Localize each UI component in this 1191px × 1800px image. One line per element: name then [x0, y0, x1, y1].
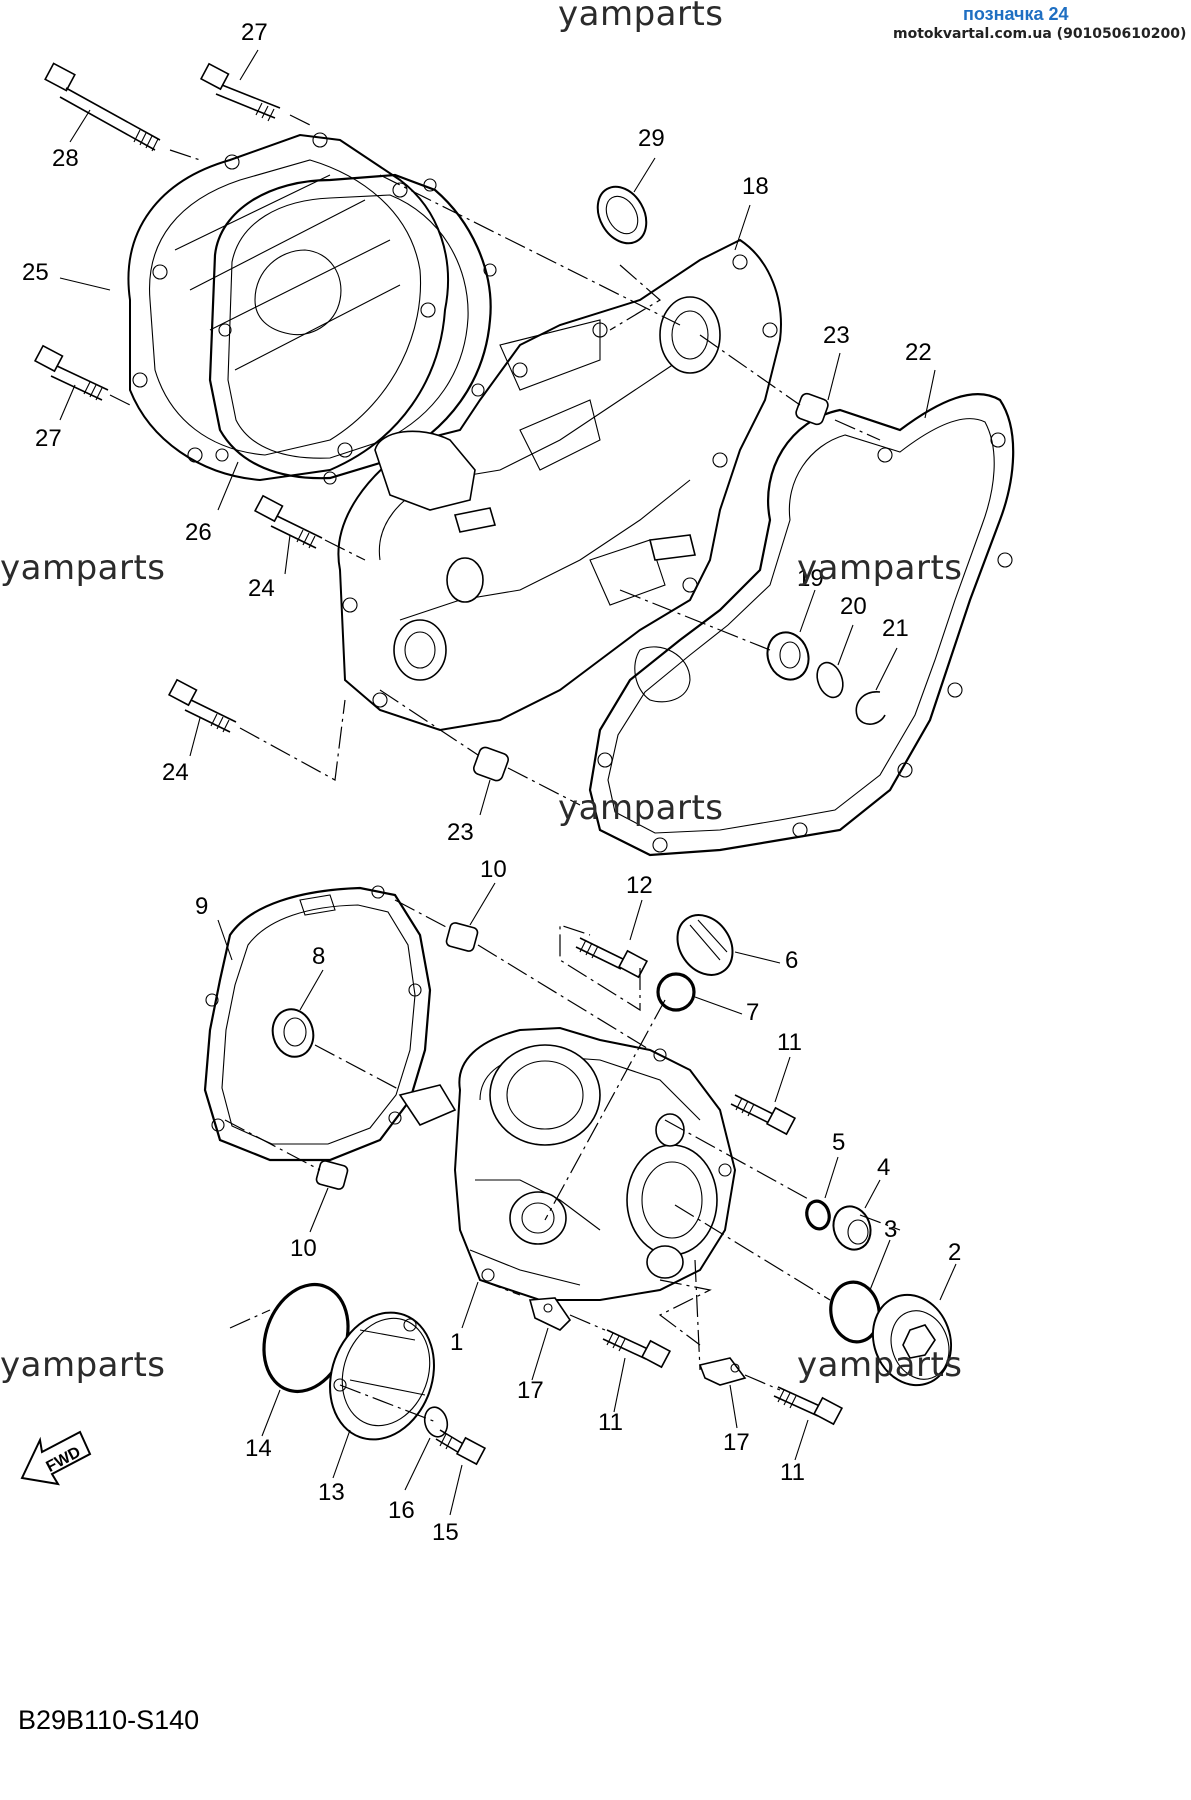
bolt-12: [575, 937, 649, 979]
callout-10: 10: [480, 856, 507, 883]
callout-11: 11: [598, 1409, 623, 1436]
cover-gasket-9: [203, 885, 432, 1162]
bolt-27-top: [199, 62, 281, 122]
callout-8: 8: [312, 943, 325, 970]
callout-27: 27: [35, 425, 62, 452]
callout-14: 14: [245, 1435, 272, 1462]
callout-numbers: 27 28 25 27 26 24 24 23 29 18 23 22 19 2…: [22, 19, 961, 1546]
site-reference: motokvartal.com.ua (901050610200): [893, 26, 1187, 42]
callout-17: 17: [723, 1429, 750, 1456]
fwd-arrow-icon: FWD: [20, 1430, 92, 1486]
callout-17: 17: [517, 1377, 544, 1404]
dowel-pin-10-lower: [315, 1160, 349, 1190]
callout-19: 19: [797, 565, 824, 592]
watermark-right-lower: yamparts: [797, 1345, 963, 1385]
callout-24: 24: [162, 759, 189, 786]
washer-20: [816, 661, 844, 699]
dowel-pin-23-upper: [795, 392, 829, 426]
bolt-11-lower-left: [602, 1329, 672, 1369]
callout-23: 23: [823, 322, 850, 349]
dowel-pin-23-lower: [473, 746, 509, 782]
o-ring-7: [656, 972, 696, 1012]
callout-24: 24: [248, 575, 275, 602]
callout-29: 29: [638, 125, 665, 152]
oil-seal-8: [271, 1008, 315, 1058]
bolt-11-lower-right: [773, 1386, 844, 1426]
cover-13: [329, 1311, 435, 1441]
callout-9: 9: [195, 893, 208, 920]
upper-leader-lines: [109, 114, 881, 806]
oil-seal-29: [596, 185, 648, 245]
dowel-pin-10-upper: [445, 922, 479, 952]
washer-16: [423, 1406, 449, 1438]
callout-1: 1: [450, 1329, 463, 1356]
callout-3: 3: [884, 1216, 897, 1243]
callout-20: 20: [840, 593, 867, 620]
bolt-15: [435, 1429, 487, 1466]
clutch-cover-25: [127, 132, 449, 482]
callout-6: 6: [785, 947, 798, 974]
plug-4: [832, 1205, 872, 1251]
callout-15: 15: [432, 1519, 459, 1546]
clamp-17-left: [528, 1297, 572, 1331]
watermark-left-upper: yamparts: [0, 548, 166, 588]
clutch-cover-gasket-26: [208, 173, 497, 485]
callout-27: 27: [241, 19, 268, 46]
watermark-left-lower: yamparts: [0, 1345, 166, 1385]
o-ring-5: [805, 1199, 831, 1231]
clamp-17-right: [698, 1357, 747, 1386]
oil-seal-19: [766, 631, 810, 681]
circlip-21: [855, 691, 886, 725]
oil-filler-cap-6: [676, 914, 734, 976]
callout-18: 18: [742, 173, 769, 200]
bolt-24-upper: [253, 494, 323, 549]
callout-25: 25: [22, 259, 49, 286]
lower-leader-lines: [224, 899, 901, 1423]
callout-12: 12: [626, 872, 653, 899]
plug-2: [871, 1293, 953, 1387]
diagram-code: B29B110-S140: [18, 1705, 200, 1735]
callout-22: 22: [905, 339, 932, 366]
callout-11: 11: [780, 1459, 805, 1486]
callout-21: 21: [882, 615, 909, 642]
callout-26: 26: [185, 519, 212, 546]
callout-2: 2: [948, 1239, 961, 1266]
callout-28: 28: [52, 145, 79, 172]
bolt-11-right: [730, 1094, 797, 1136]
callout-5: 5: [832, 1129, 845, 1156]
watermark-center-right: yamparts: [797, 548, 963, 588]
callout-4: 4: [877, 1154, 890, 1181]
watermark-top: yamparts: [558, 0, 724, 34]
label-title: позначка 24: [963, 4, 1069, 24]
watermark-center: yamparts: [558, 788, 724, 828]
crankcase-cover-1: [398, 1026, 737, 1301]
callout-16: 16: [388, 1497, 415, 1524]
bolt-24-lower: [167, 678, 237, 733]
crankcase-cover-18: [337, 238, 782, 732]
o-ring-3: [829, 1280, 881, 1344]
callout-23: 23: [447, 819, 474, 846]
callout-7: 7: [746, 999, 759, 1026]
crankcase-gasket-22: [588, 393, 1015, 857]
callout-leaders: [59, 49, 957, 1516]
bolt-27-left: [33, 344, 109, 401]
callout-13: 13: [318, 1479, 345, 1506]
callout-11: 11: [777, 1029, 802, 1056]
bolt-28: [44, 62, 161, 152]
callout-10: 10: [290, 1235, 317, 1262]
